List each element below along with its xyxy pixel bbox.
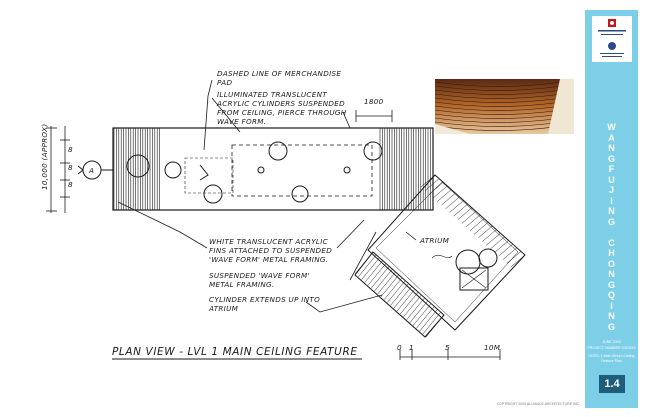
scale-label-0: 0 — [397, 343, 402, 352]
copyright-line: COPYRIGHT 2003 ALLIANCE ARCHITECTURE INC… — [496, 402, 580, 406]
fin-line — [482, 229, 497, 242]
left-dimension — [46, 126, 70, 213]
fin-line — [370, 266, 390, 289]
fin-line — [419, 309, 438, 332]
note-fins: WHITE TRANSLUCENT ACRYLIC FINS ATTACHED … — [209, 237, 335, 264]
fin-line — [425, 314, 445, 338]
fin-line — [441, 192, 456, 206]
fin-line — [387, 280, 406, 303]
section-marker — [77, 160, 113, 180]
fin-line — [393, 286, 412, 309]
fin-line — [486, 232, 501, 246]
fin-line — [453, 203, 468, 217]
fin-line — [406, 297, 425, 320]
scale-label-10m: 10M — [484, 343, 501, 352]
fin-line — [412, 303, 432, 326]
fin-line — [478, 225, 493, 239]
scale-bar — [399, 349, 501, 360]
fins-diagonal-band — [420, 174, 526, 268]
fin-line — [465, 214, 481, 228]
fin-line — [429, 182, 444, 195]
note-atrium: ATRIUM — [419, 236, 450, 245]
fin-line — [420, 174, 436, 188]
fin-line — [383, 277, 403, 300]
scale-label-5: 5 — [445, 343, 450, 352]
fin-line — [367, 263, 387, 286]
scale-label-1: 1 — [409, 343, 414, 352]
fin-line — [377, 271, 396, 295]
firm-logo — [592, 16, 632, 62]
fin-line — [358, 254, 377, 278]
fin-line — [510, 254, 526, 268]
fin-line — [502, 247, 517, 260]
fins-left-band — [113, 128, 160, 210]
svg-text:8: 8 — [68, 163, 73, 172]
fin-line — [449, 200, 464, 213]
fin-line — [380, 274, 400, 298]
project-number: PROJECT NUMBER 0310010 — [587, 346, 636, 350]
main-ceiling-feature — [112, 127, 434, 211]
fin-line — [399, 291, 419, 315]
fin-line — [364, 260, 383, 283]
plan-title: PLAN VIEW - LVL 1 MAIN CEILING FEATURE — [112, 346, 358, 358]
atrium-rotated-plan — [367, 174, 526, 331]
fin-line — [390, 283, 409, 306]
fin-line — [469, 218, 485, 231]
fins-right-band — [379, 128, 431, 210]
fin-line — [354, 251, 374, 275]
fin-line — [403, 294, 422, 318]
reference-photo — [434, 79, 575, 134]
photo-wood-line — [434, 79, 575, 87]
drawing-title: LEVEL 1 Main Atrium Ceiling Feature Plan — [588, 354, 635, 363]
fin-line — [374, 269, 393, 292]
fin-line — [490, 236, 505, 250]
sheet-date: JUNE 2003 — [602, 340, 621, 344]
fin-line — [422, 311, 441, 335]
note-framing: SUSPENDED 'WAVE FORM' METAL FRAMING. — [209, 271, 312, 289]
fin-line — [361, 257, 380, 280]
fin-line — [498, 243, 513, 257]
section-marker-label: A — [88, 166, 94, 175]
fins-lower-band — [354, 251, 445, 338]
note-dashed-line: DASHED LINE OF MERCHANDISE PAD — [217, 69, 344, 87]
fin-line — [433, 185, 448, 199]
leader-lines — [117, 79, 383, 313]
fin-line — [494, 240, 509, 253]
note-cylinder-extends: CYLINDER EXTENDS UP INTO ATRIUM — [208, 295, 323, 313]
note-cylinders: ILLUMINATED TRANSLUCENT ACRYLIC CYLINDER… — [216, 90, 349, 126]
svg-text:8: 8 — [68, 145, 73, 154]
fin-line — [457, 207, 472, 220]
fin-line — [474, 222, 489, 235]
top-dimension — [355, 110, 393, 122]
fin-line — [424, 178, 440, 191]
sheet-number: 1.4 — [599, 375, 625, 393]
fin-line — [461, 211, 477, 224]
fin-line — [506, 251, 522, 264]
svg-text:8: 8 — [68, 180, 73, 189]
fin-line — [416, 306, 435, 329]
fin-line — [445, 196, 460, 210]
dimension-1800: 1800 — [364, 97, 384, 106]
lower-angled-element — [354, 251, 445, 338]
left-dimension-label: 10,000 (APPROX) — [40, 123, 49, 190]
fin-line — [396, 289, 416, 312]
fin-line — [409, 300, 429, 323]
fin-line — [437, 189, 452, 202]
